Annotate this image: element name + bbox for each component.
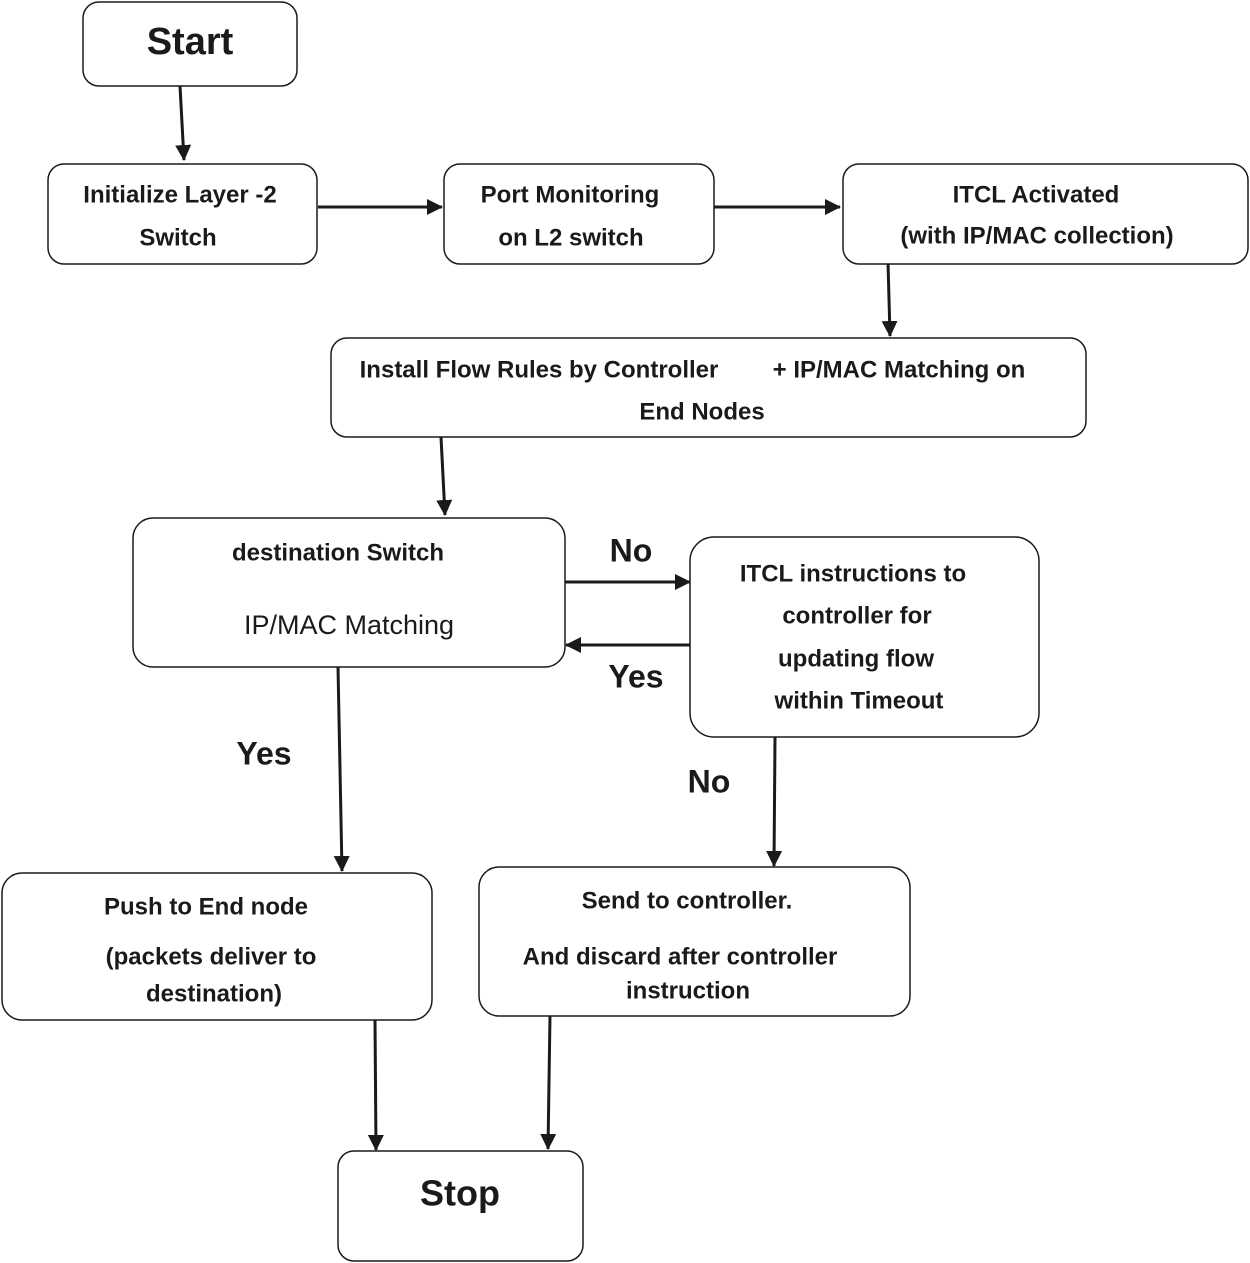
install-flow-rules-node: Install Flow Rules by Controller + IP/MA… — [330, 337, 1087, 438]
port-monitoring-line2: on L2 switch — [498, 224, 643, 251]
start-label: Start — [147, 21, 234, 63]
edge-label-no-down: No — [688, 763, 731, 799]
send-to-controller-line1: Send to controller. — [582, 887, 793, 914]
edge-push-to-stop — [367, 1019, 384, 1151]
edge-itcl-instructions-to-send — [766, 736, 783, 867]
edge-destination-to-push — [333, 666, 350, 872]
stop-label: Stop — [420, 1173, 500, 1214]
send-to-controller-node: Send to controller. And discard after co… — [478, 866, 911, 1017]
itcl-instructions-node: ITCL instructions to controller for upda… — [689, 536, 1040, 738]
destination-switch-line1: destination Switch — [232, 539, 444, 566]
edge-label-yes-down: Yes — [236, 735, 291, 771]
itcl-instructions-line4: within Timeout — [774, 687, 944, 714]
itcl-instructions-line1: ITCL instructions to — [740, 560, 966, 587]
send-to-controller-line2: And discard after controller — [523, 943, 838, 970]
send-to-controller-line3: instruction — [626, 977, 750, 1004]
start-node: Start — [82, 1, 298, 87]
push-to-end-line3: destination) — [146, 980, 282, 1007]
port-monitoring-line1: Port Monitoring — [481, 181, 660, 208]
edge-send-to-stop — [540, 1015, 557, 1150]
install-flow-rules-line1b: + IP/MAC Matching on — [773, 356, 1026, 383]
initialize-switch-line2: Switch — [139, 224, 216, 251]
edge-label-yes-left: Yes — [608, 658, 663, 694]
itcl-instructions-line2: controller for — [782, 602, 931, 629]
initialize-switch-node: Initialize Layer -2 Switch — [47, 163, 318, 265]
edge-itcl-to-install — [881, 261, 898, 337]
destination-switch-line2: IP/MAC Matching — [244, 610, 454, 640]
destination-switch-node: destination Switch IP/MAC Matching — [132, 517, 566, 668]
itcl-activated-line2: (with IP/MAC collection) — [900, 222, 1173, 249]
push-to-end-line2: (packets deliver to — [106, 943, 317, 970]
install-flow-rules-line2: End Nodes — [639, 398, 764, 425]
install-flow-rules-line1a: Install Flow Rules by Controller — [360, 356, 719, 383]
itcl-instructions-line3: updating flow — [778, 645, 934, 672]
edge-label-no-right: No — [610, 532, 653, 568]
itcl-activated-line1: ITCL Activated — [953, 181, 1120, 208]
initialize-switch-line1: Initialize Layer -2 — [83, 181, 276, 208]
push-to-end-line1: Push to End node — [104, 893, 308, 920]
itcl-activated-node: ITCL Activated (with IP/MAC collection) — [842, 163, 1249, 265]
port-monitoring-node: Port Monitoring on L2 switch — [443, 163, 715, 265]
edge-start-to-init — [175, 85, 192, 161]
stop-node: Stop — [337, 1150, 584, 1262]
edge-install-to-destination — [436, 436, 453, 516]
push-to-end-node: Push to End node (packets deliver to des… — [1, 872, 433, 1021]
